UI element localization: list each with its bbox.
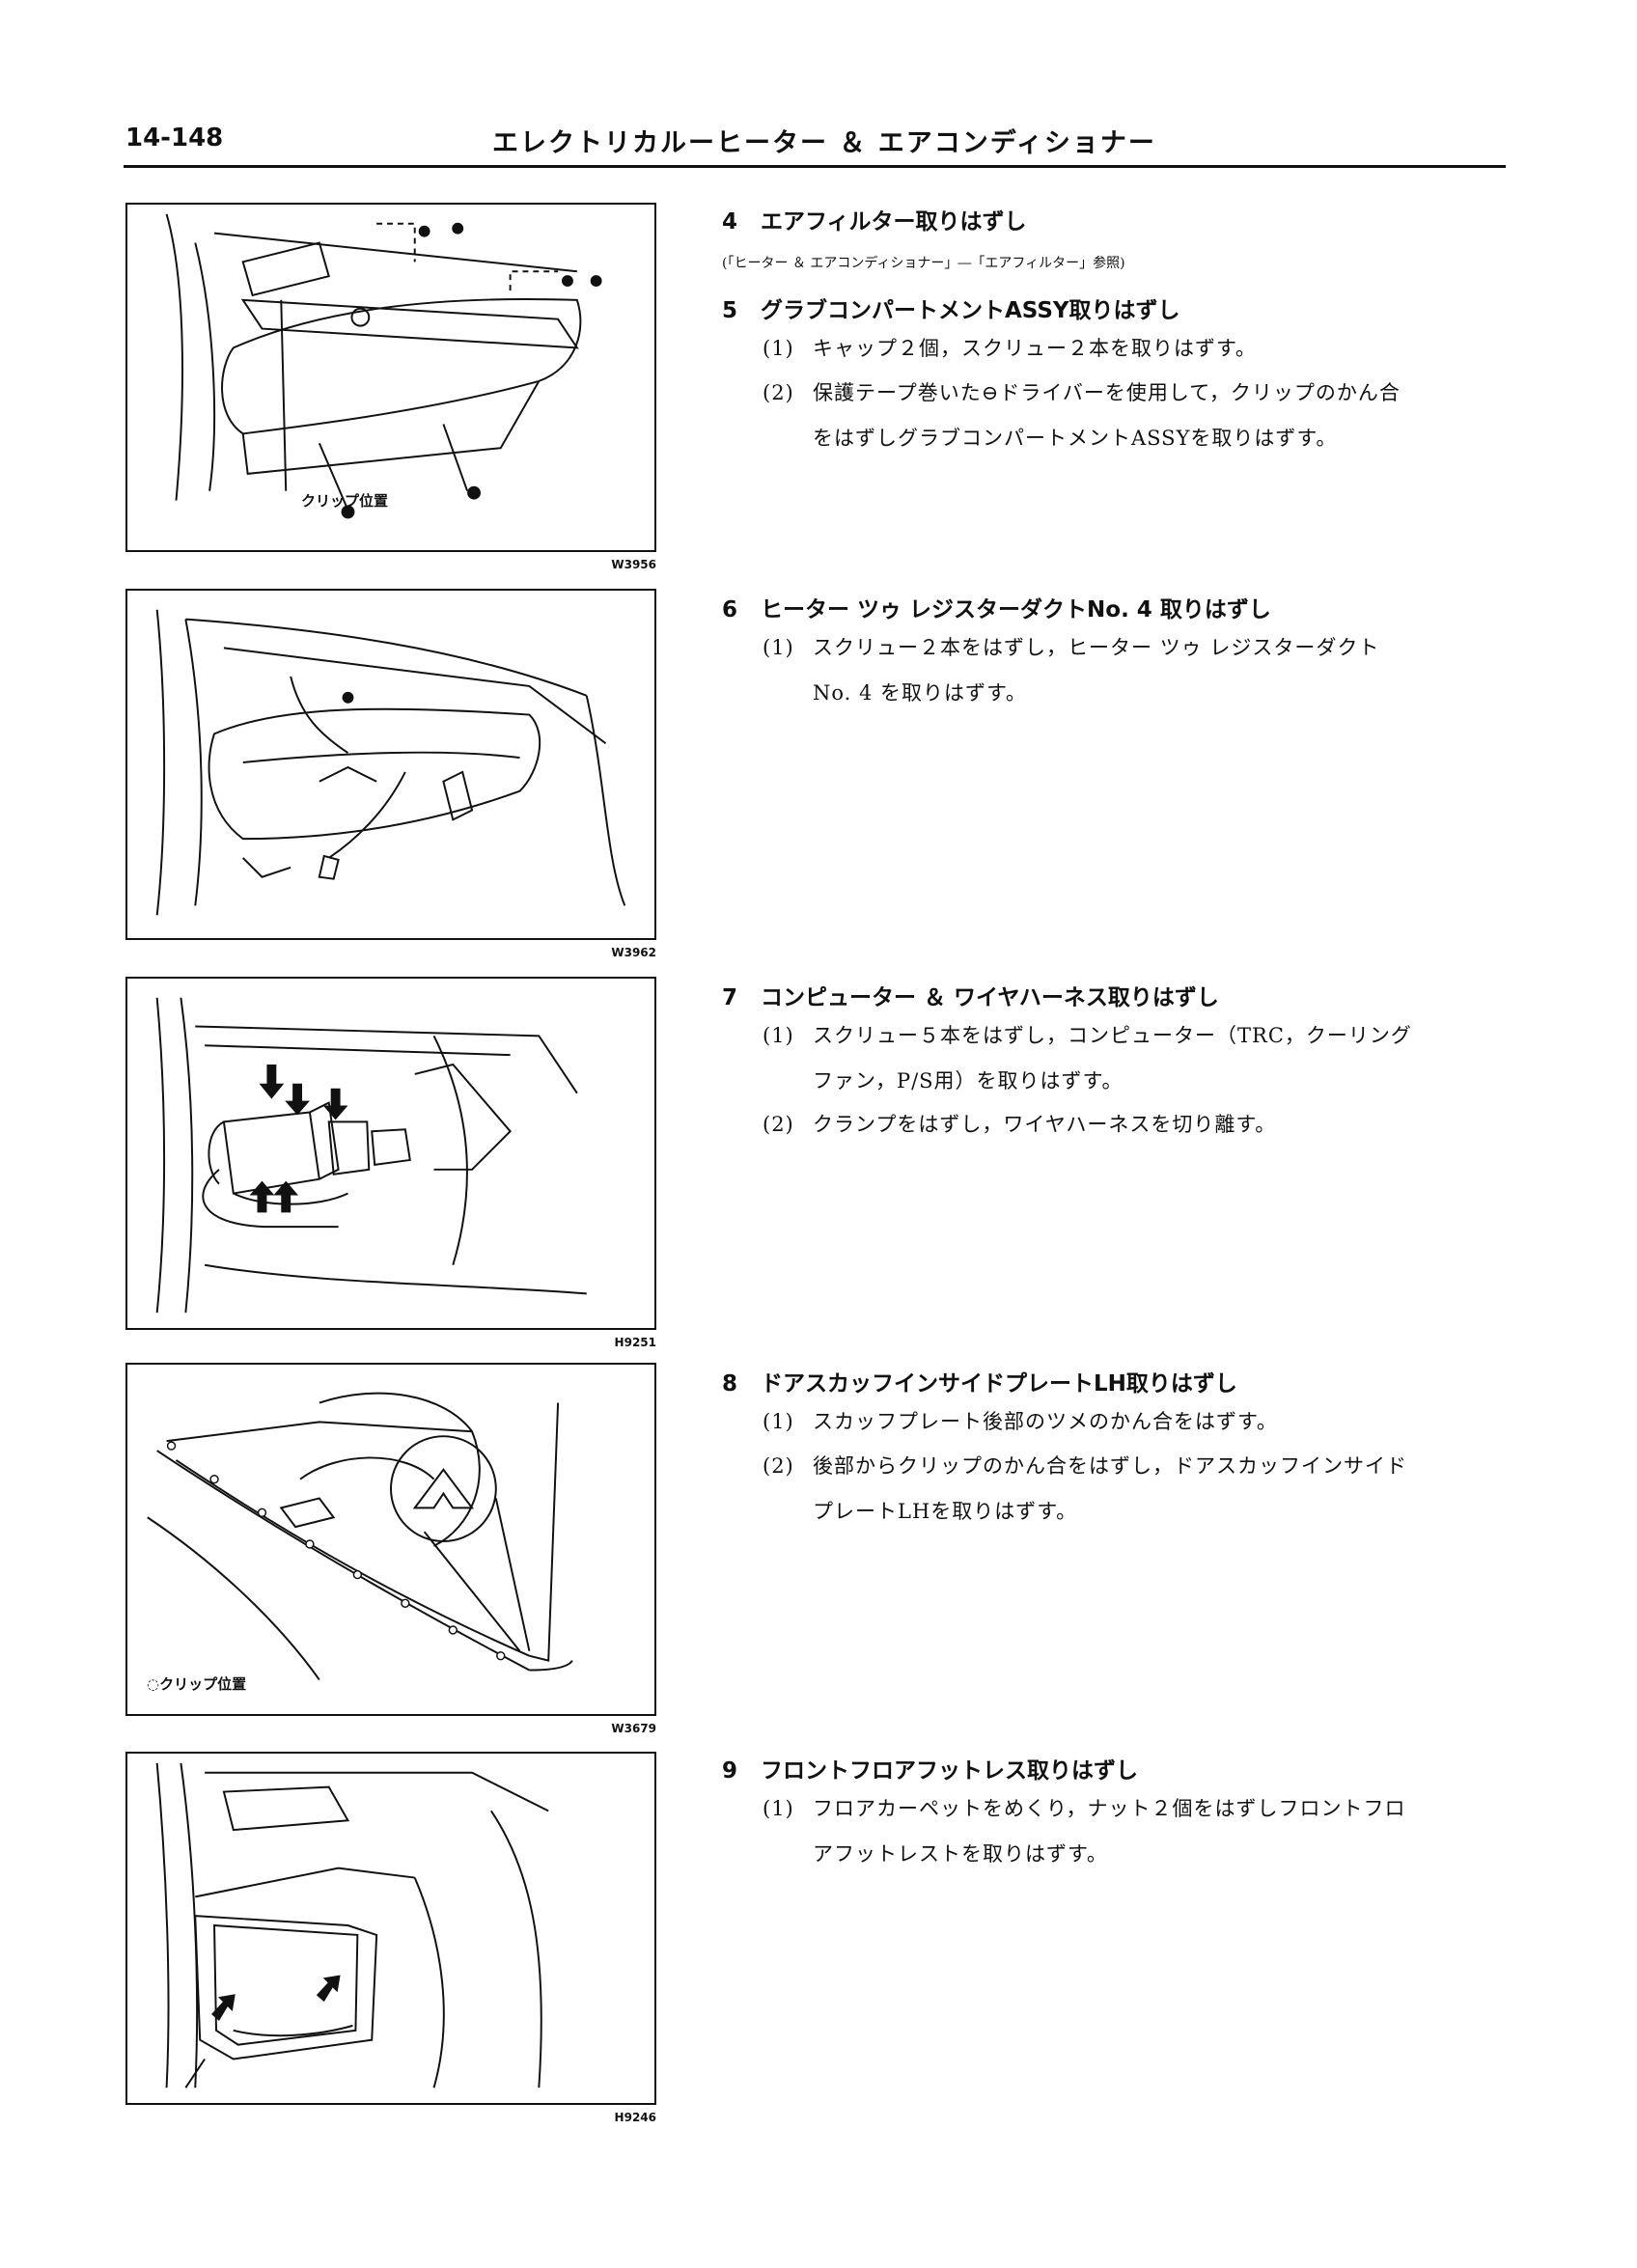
step-5-item-1: (1) キャップ２個，スクリュー２本を取りはずす。 <box>763 326 1515 372</box>
item-text-continued: アフットレストを取りはずす。 <box>813 1842 1108 1866</box>
step-8-item-2: (2) 後部からクリップのかん合をはずし，ドアスカッフインサイド <box>763 1444 1515 1489</box>
figure-code: W3679 <box>611 1722 656 1735</box>
figure-code: H9251 <box>614 1336 656 1349</box>
figure-register-duct <box>125 589 656 940</box>
step-number: 5 <box>722 298 738 323</box>
step-8-heading: 8 ドアスカッフインサイドプレートLH取りはずし <box>722 1365 1237 1397</box>
step-4-reference: (「ヒーター ＆ エアコンディショナー」―「エアフィルター」参照) <box>722 256 1125 271</box>
step-title: ドアスカッフインサイドプレートLH取りはずし <box>761 1371 1237 1397</box>
item-text-continued: プレートLHを取りはずす。 <box>813 1500 1078 1523</box>
step-8-item-1: (1) スカッフプレート後部のツメのかん合をはずす。 <box>763 1399 1515 1445</box>
step-6-item-1: (1) スクリュー２本をはずし，ヒーター ツゥ レジスターダクト <box>763 625 1515 671</box>
step-title: エアフィルター取りはずし <box>761 209 1027 235</box>
door-scuff-plate-illustration <box>147 1392 573 1680</box>
item-text-continued: をはずしグラブコンパートメントASSYを取りはずす。 <box>813 427 1338 450</box>
step-5-heading: 5 グラブコンパートメントASSY取りはずし <box>722 291 1180 324</box>
item-marker: (2) <box>763 1113 794 1136</box>
page-number: 14-148 <box>125 124 224 152</box>
figure-code: H9246 <box>614 2111 656 2124</box>
glove-compartment-illustration <box>165 213 602 519</box>
computer-harness-illustration <box>155 997 587 1314</box>
item-marker: (1) <box>763 636 794 659</box>
step-5-item-2: (2) 保護テープ巻いた⊖ドライバーを使用して，クリップのかん合 <box>763 371 1515 416</box>
item-marker: (1) <box>763 1410 794 1433</box>
step-9-heading: 9 フロントフロアフットレス取りはずし <box>722 1752 1138 1784</box>
step-title: グラブコンパートメントASSY取りはずし <box>761 298 1180 323</box>
figure-code: W3956 <box>611 558 656 571</box>
figure-label-clip-position: クリップ位置 <box>301 492 389 510</box>
item-marker: (1) <box>763 1024 794 1047</box>
figure-code: W3962 <box>611 946 656 959</box>
item-text: スクリュー２本をはずし，ヒーター ツゥ レジスターダクト <box>813 636 1380 659</box>
item-text: クランプをはずし，ワイヤハーネスを切り離す。 <box>813 1113 1277 1136</box>
item-text-continued: No. 4 を取りはずす。 <box>813 681 1027 705</box>
front-floor-footrest-illustration <box>155 1762 549 2088</box>
step-6-heading: 6 ヒーター ツゥ レジスターダクトNo. 4 取りはずし <box>722 591 1271 623</box>
item-text: 保護テープ巻いた⊖ドライバーを使用して，クリップのかん合 <box>813 381 1401 404</box>
item-text: スカッフプレート後部のツメのかん合をはずす。 <box>813 1410 1278 1433</box>
step-number: 6 <box>722 597 738 622</box>
register-duct-illustration <box>155 609 626 916</box>
step-title: コンピューター ＆ ワイヤハーネス取りはずし <box>761 985 1219 1010</box>
item-marker: (2) <box>763 381 794 404</box>
step-number: 9 <box>722 1758 738 1784</box>
figure-glove-compartment: クリップ位置 <box>125 203 656 552</box>
item-text: 後部からクリップのかん合をはずし，ドアスカッフインサイド <box>813 1454 1407 1478</box>
header-rule <box>124 165 1506 168</box>
step-4-heading: 4 エアフィルター取りはずし <box>722 203 1027 235</box>
figure-computer-harness <box>125 977 656 1330</box>
item-text: フロアカーペットをめくり，ナット２個をはずしフロントフロ <box>813 1797 1406 1820</box>
step-number: 8 <box>722 1371 738 1397</box>
item-text-continued: ファン，P/S用）を取りはずす。 <box>813 1069 1124 1093</box>
step-7-item-1: (1) スクリュー５本をはずし，コンピューター（TRC，クーリング <box>763 1013 1515 1059</box>
page-title: エレクトリカルーヒーター ＆ エアコンディショナー <box>492 128 1156 158</box>
item-text: スクリュー５本をはずし，コンピューター（TRC，クーリング <box>813 1024 1412 1047</box>
step-number: 7 <box>722 985 738 1010</box>
figure-label-clip-position: ◌クリップ位置 <box>147 1675 247 1693</box>
item-marker: (2) <box>763 1454 794 1478</box>
item-marker: (1) <box>763 337 794 360</box>
step-title: ヒーター ツゥ レジスターダクトNo. 4 取りはずし <box>761 597 1271 622</box>
step-7-item-2: (2) クランプをはずし，ワイヤハーネスを切り離す。 <box>763 1102 1515 1148</box>
step-number: 4 <box>722 209 738 235</box>
item-marker: (1) <box>763 1797 794 1820</box>
step-title: フロントフロアフットレス取りはずし <box>761 1758 1138 1784</box>
figure-front-floor-footrest <box>125 1752 656 2105</box>
item-text: キャップ２個，スクリュー２本を取りはずす。 <box>813 337 1257 360</box>
figure-door-scuff-plate: ◌クリップ位置 <box>125 1363 656 1716</box>
step-9-item-1: (1) フロアカーペットをめくり，ナット２個をはずしフロントフロ <box>763 1786 1515 1832</box>
step-7-heading: 7 コンピューター ＆ ワイヤハーネス取りはずし <box>722 979 1219 1011</box>
